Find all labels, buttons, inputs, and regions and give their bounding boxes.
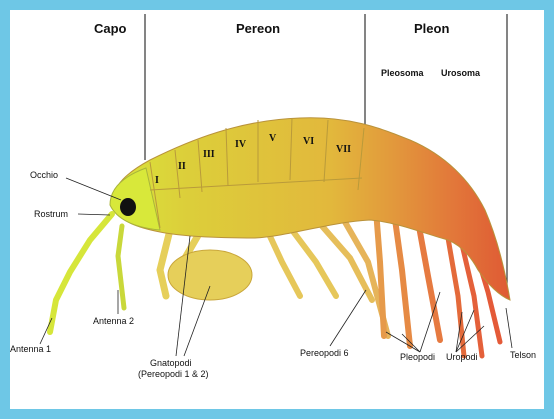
segment-label: IV [235, 139, 247, 150]
eye [120, 198, 136, 216]
antenna-2 [118, 226, 124, 308]
header-pereon: Pereon [236, 21, 280, 36]
header-pleon: Pleon [414, 21, 449, 36]
header-urosoma: Urosoma [441, 68, 481, 78]
segment-label: VII [336, 144, 351, 155]
segment-label: I [155, 175, 159, 186]
label-pleopodi: Pleopodi [400, 352, 435, 362]
header-pleosoma: Pleosoma [381, 68, 425, 78]
segment-label: V [269, 133, 277, 144]
label-gnatopodi-sub: (Pereopodi 1 & 2) [138, 369, 209, 379]
label-telson: Telson [510, 350, 536, 360]
label-pereopodi-6: Pereopodi 6 [300, 348, 349, 358]
segment-label: III [203, 149, 215, 160]
segment-label: II [178, 161, 186, 172]
label-rostrum: Rostrum [34, 209, 68, 219]
antenna-1 [50, 214, 112, 332]
header-capo: Capo [94, 21, 127, 36]
label-antenna-2: Antenna 2 [93, 316, 134, 326]
segment-label: VI [303, 136, 314, 147]
label-occhio: Occhio [30, 170, 58, 180]
label-gnatopodi: Gnatopodi [150, 358, 192, 368]
label-uropodi: Uropodi [446, 352, 478, 362]
label-antenna-1: Antenna 1 [10, 344, 51, 354]
